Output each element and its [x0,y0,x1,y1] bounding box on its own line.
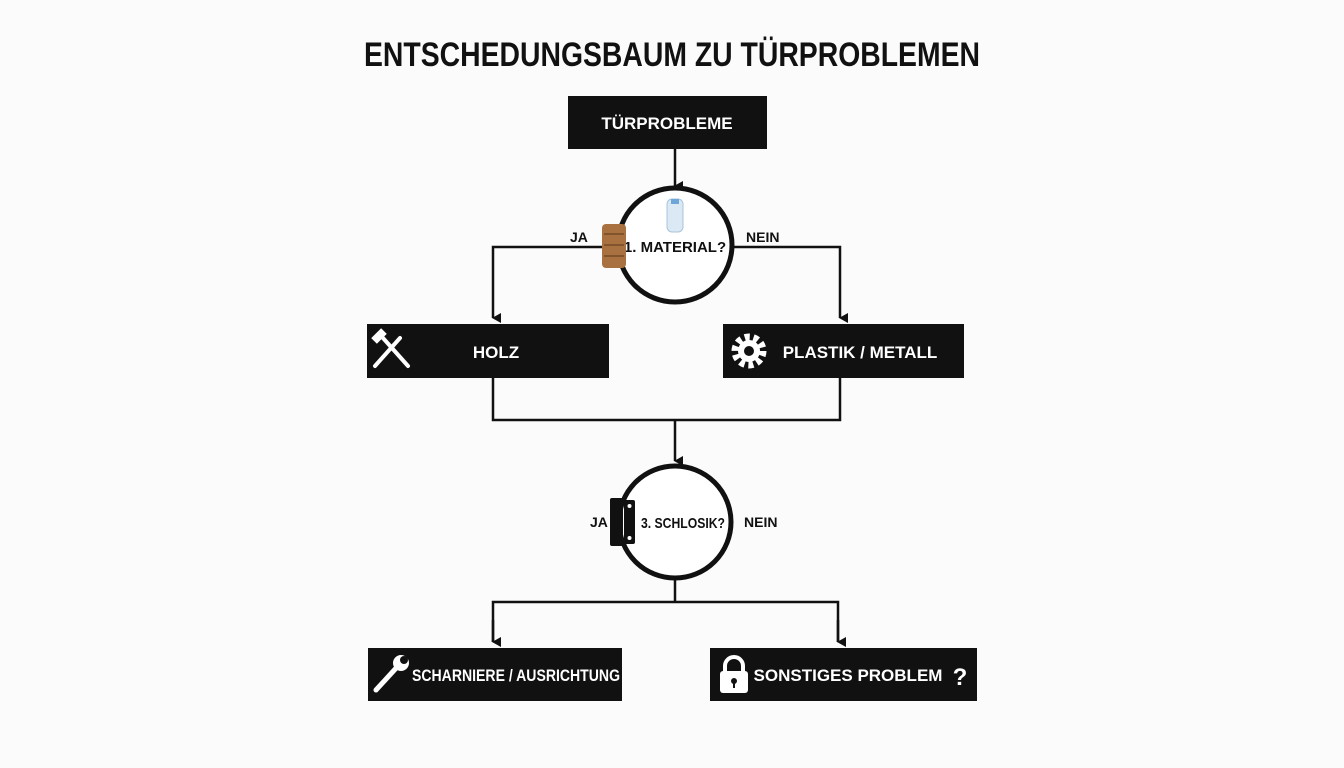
merge-connector [491,378,842,422]
decision-node-material: 1. MATERIAL? [602,185,735,305]
yes-label: JA [570,229,588,245]
gear-icon [731,333,767,369]
connector-no [733,245,848,323]
wood-log-icon [602,224,626,268]
root-label: TÜRPROBLEME [601,114,732,133]
holz-node: HOLZ [367,324,609,378]
diagram-title: ENTSCHEDUNGSBAUM ZU TÜRPROBLEMEN [364,36,980,74]
wrench-icon [373,655,409,693]
scharniere-node: SCHARNIERE / AUSRICHTUNG [368,648,622,701]
no-label: NEIN [744,514,777,530]
root-node: TÜRPROBLEME [568,96,767,149]
question-mark-icon: ? [953,664,968,691]
split-connector [491,600,840,642]
holz-label: HOLZ [473,343,519,362]
no-label: NEIN [746,229,779,245]
lock-icon [720,655,748,693]
decision-label: 1. MATERIAL? [624,239,726,256]
decision-node-schloss: 3. SCHLOSIK? [610,463,734,581]
plastic-bottle-icon [666,198,684,233]
scharniere-label: SCHARNIERE / AUSRICHTUNG [412,666,620,685]
sonstiges-label: SONSTIGES PROBLEM [754,666,943,685]
hammer-icon [371,328,410,368]
connector-yes [491,245,602,323]
decision-label: 3. SCHLOSIK? [641,515,725,532]
sonstiges-node: SONSTIGES PROBLEM ? [710,648,977,701]
yes-label: JA [590,514,608,530]
plastik-metall-label: PLASTIK / METALL [783,343,938,362]
plastik-metall-node: PLASTIK / METALL [723,324,964,378]
hinge-icon [610,498,635,546]
